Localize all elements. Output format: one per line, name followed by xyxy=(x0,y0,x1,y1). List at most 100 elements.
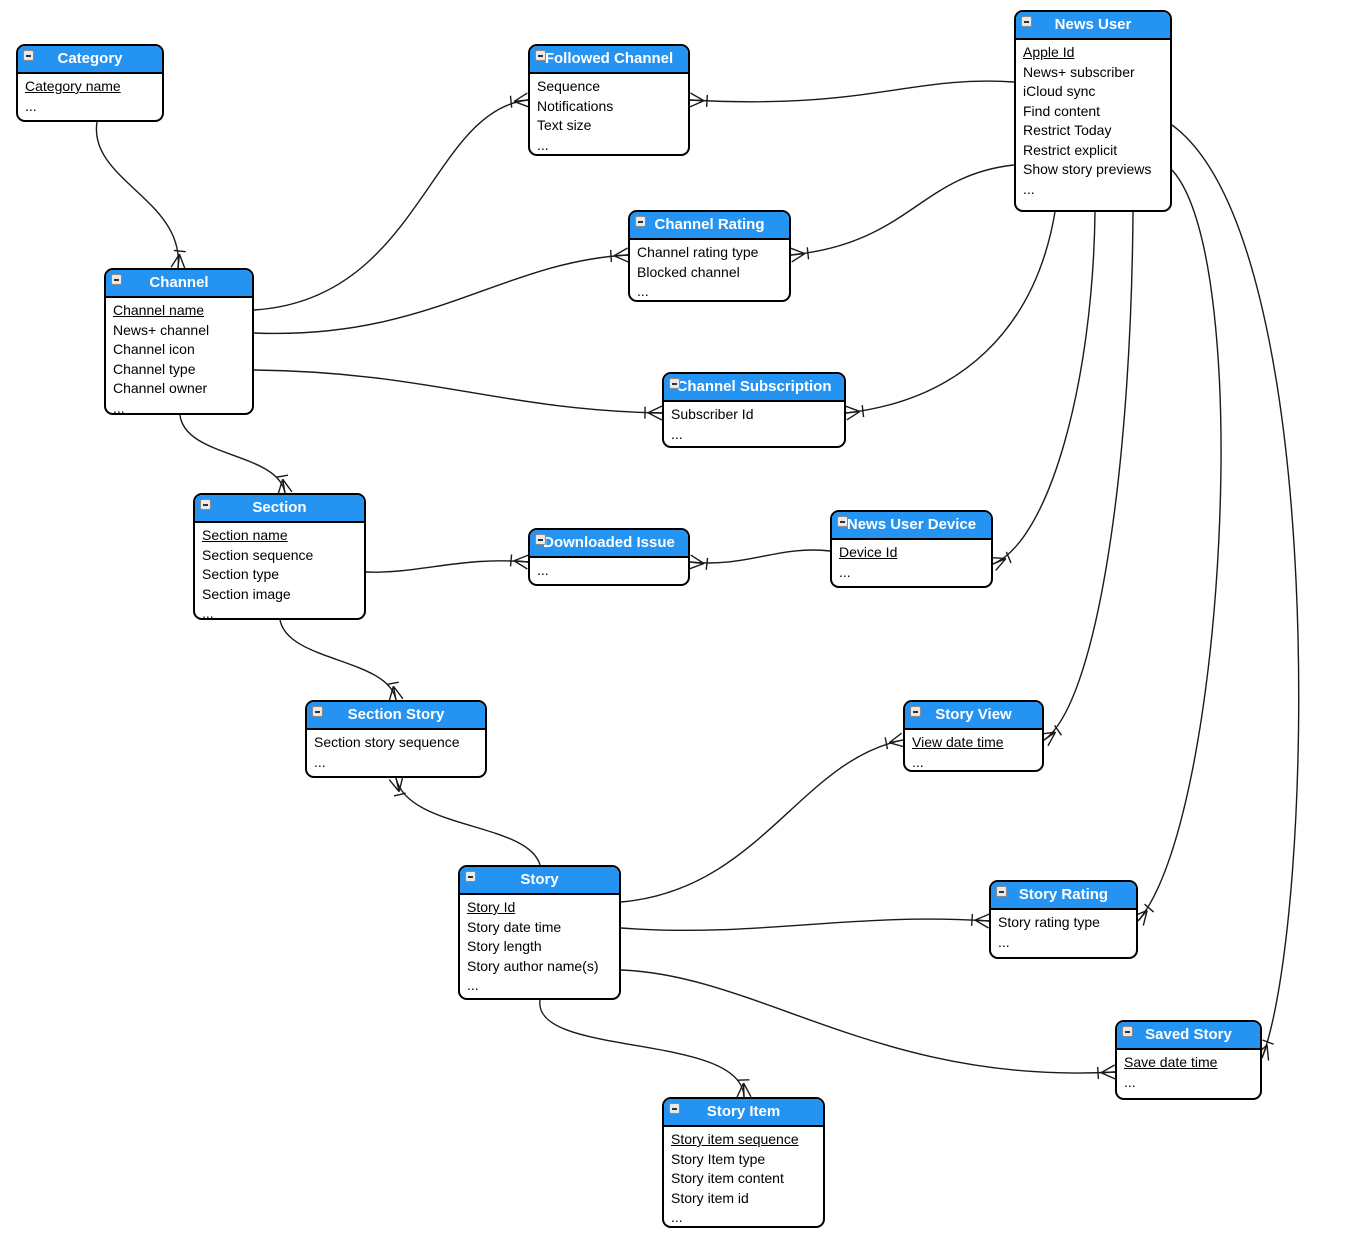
attribute-row: ... xyxy=(671,425,683,442)
entity-body: Story rating type... xyxy=(991,910,1136,956)
relationship-story-story-rating xyxy=(620,913,990,932)
attribute-row: Section sequence xyxy=(202,546,314,563)
attribute-row: ... xyxy=(998,933,1010,950)
relationship-news-user-device-downloaded-issue xyxy=(689,549,831,570)
entity-title: Section Story xyxy=(347,706,445,723)
entity-title: Story Rating xyxy=(1018,886,1109,903)
collapse-icon[interactable] xyxy=(837,516,848,527)
entity-header[interactable]: Section xyxy=(195,495,364,523)
entity-news-user-device[interactable]: News User Device Device Id... xyxy=(830,510,993,588)
attribute-row: Sequence xyxy=(537,78,601,94)
minus-glyph xyxy=(315,711,320,713)
relationship-news-user-story-view xyxy=(1039,211,1134,747)
minus-glyph xyxy=(203,504,208,506)
entity-body: Category name... xyxy=(18,74,162,120)
entity-story-rating[interactable]: Story Rating Story rating type... xyxy=(989,880,1138,959)
entity-header[interactable]: News User Device xyxy=(832,512,991,540)
collapse-icon[interactable] xyxy=(23,50,34,61)
entity-header[interactable]: Section Story xyxy=(307,702,485,730)
entity-header[interactable]: Story View xyxy=(905,702,1042,730)
entity-header[interactable]: Category xyxy=(18,46,162,74)
collapse-icon[interactable] xyxy=(312,706,323,717)
entity-saved-story[interactable]: Saved Story Save date time... xyxy=(1115,1020,1262,1100)
minus-glyph xyxy=(672,383,677,385)
entity-category[interactable]: Category Category name... xyxy=(16,44,164,122)
collapse-icon[interactable] xyxy=(635,216,646,227)
entity-header[interactable]: Channel Rating xyxy=(630,212,789,240)
entity-body: Subscriber Id... xyxy=(664,402,844,446)
attribute-row: ... xyxy=(1023,180,1035,197)
attribute-row: ... xyxy=(537,136,549,153)
attribute-row: ... xyxy=(314,753,326,770)
relationship-news-user-story-rating xyxy=(1132,169,1222,926)
relationship-news-user-saved-story xyxy=(1171,124,1300,1061)
relationship-news-user-channel-subscription xyxy=(844,211,1056,421)
entity-section-story[interactable]: Section Story Section story sequence... xyxy=(305,700,487,778)
collapse-icon[interactable] xyxy=(669,1103,680,1114)
entity-title: News User Device xyxy=(846,516,977,533)
collapse-icon[interactable] xyxy=(535,534,546,545)
entity-header[interactable]: Followed Channel xyxy=(530,46,688,74)
minus-glyph xyxy=(26,55,31,57)
attribute-key-row: Channel name xyxy=(113,302,205,318)
entity-header[interactable]: Story Item xyxy=(664,1099,823,1127)
attribute-row: ... xyxy=(912,753,924,770)
attribute-row: ... xyxy=(839,563,851,580)
minus-glyph xyxy=(114,279,119,281)
collapse-icon[interactable] xyxy=(996,886,1007,897)
entity-story-view[interactable]: Story View View date time... xyxy=(903,700,1044,772)
attribute-row: ... xyxy=(671,1209,683,1225)
entity-header[interactable]: Story xyxy=(460,867,619,895)
attribute-row: Story item content xyxy=(671,1170,784,1186)
entity-header[interactable]: News User xyxy=(1016,12,1170,40)
collapse-icon[interactable] xyxy=(111,274,122,285)
entity-title: Saved Story xyxy=(1145,1026,1232,1043)
attribute-row: iCloud sync xyxy=(1023,83,1096,99)
attribute-row: Restrict explicit xyxy=(1023,141,1118,158)
entity-header[interactable]: Story Rating xyxy=(991,882,1136,910)
attribute-row: Story length xyxy=(467,938,542,954)
entity-header[interactable]: Channel Subscription xyxy=(664,374,844,402)
attribute-key-row: Story item sequence xyxy=(671,1131,799,1147)
relationship-story-story-item xyxy=(539,999,752,1098)
collapse-icon[interactable] xyxy=(669,378,680,389)
attribute-row: Subscriber Id xyxy=(671,406,754,422)
entity-title: Channel Subscription xyxy=(676,378,832,395)
minus-glyph xyxy=(538,539,543,541)
entity-header[interactable]: Saved Story xyxy=(1117,1022,1260,1050)
attribute-row: Channel icon xyxy=(113,341,195,357)
collapse-icon[interactable] xyxy=(910,706,921,717)
collapse-icon[interactable] xyxy=(1021,16,1032,27)
collapse-icon[interactable] xyxy=(465,871,476,882)
attribute-row: Find content xyxy=(1023,102,1101,119)
attribute-row: Story date time xyxy=(467,918,562,935)
entity-body: Device Id... xyxy=(832,540,991,586)
collapse-icon[interactable] xyxy=(535,50,546,61)
attribute-row: ... xyxy=(113,399,125,415)
entity-header[interactable]: Channel xyxy=(106,270,252,298)
attribute-key-row: Category name xyxy=(25,78,121,94)
attribute-key-row: View date time xyxy=(912,734,1004,750)
attribute-key-row: Section name xyxy=(202,527,288,543)
attribute-row: Text size xyxy=(537,117,592,133)
entity-title: Story Item xyxy=(706,1103,781,1120)
collapse-icon[interactable] xyxy=(200,499,211,510)
collapse-icon[interactable] xyxy=(1122,1026,1133,1037)
entity-downloaded-issue[interactable]: Downloaded Issue ... xyxy=(528,528,690,586)
entity-body: Section story sequence... xyxy=(307,730,485,776)
entity-header[interactable]: Downloaded Issue xyxy=(530,530,688,558)
entity-channel-subscription[interactable]: Channel Subscription Subscriber Id... xyxy=(662,372,846,448)
minus-glyph xyxy=(538,55,543,57)
entity-title: Category xyxy=(57,50,123,67)
